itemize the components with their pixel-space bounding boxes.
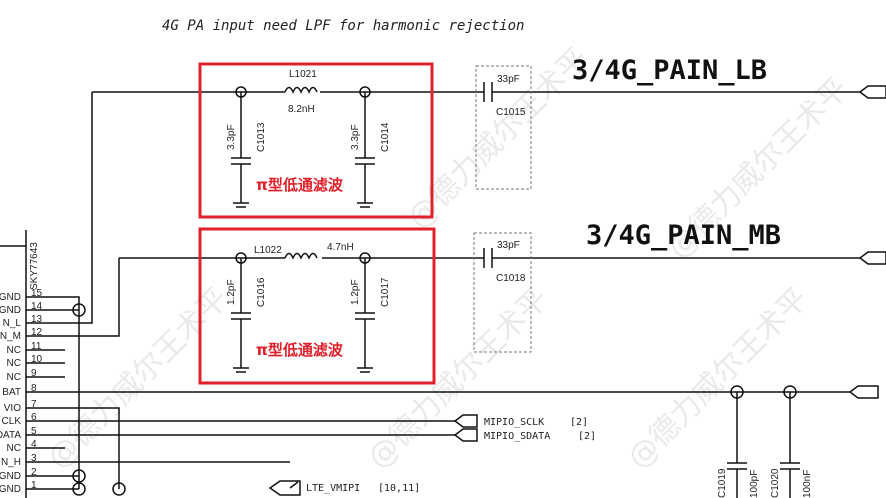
c1016-ref: C1016	[256, 277, 267, 307]
c1017-ref: C1017	[380, 277, 391, 307]
c1016-value: 1.2pF	[226, 279, 237, 305]
pin-name: DATA	[0, 430, 21, 441]
chip-part-number: SKY77643	[29, 242, 40, 290]
pin-number: 5	[31, 426, 37, 437]
pin-number: 10	[31, 354, 43, 365]
mb-filter-highlight	[198, 227, 436, 385]
port-lte-vmipi-ref: [10,11]	[378, 483, 420, 494]
lb-filter-label: π型低通滤波	[256, 176, 344, 194]
lb-filter-highlight	[198, 62, 434, 219]
c1020-value: 100nF	[802, 470, 813, 498]
pin-number: 6	[31, 412, 37, 423]
l1022-value: 4.7nH	[327, 242, 354, 253]
pin-name: GND	[0, 471, 21, 482]
net-label-lb: 3/4G_PAIN_LB	[572, 55, 767, 86]
c1015-ref: C1015	[496, 107, 526, 118]
pin-number: 1	[31, 480, 37, 491]
pin-number: 2	[31, 467, 37, 478]
pin-name: NC	[7, 443, 21, 454]
pin-number: 8	[31, 383, 37, 394]
c1020-ref: C1020	[770, 468, 781, 498]
port-mipio-sclk-ref: [2]	[570, 417, 588, 428]
c1018-ref: C1018	[496, 273, 526, 284]
pin-name: BAT	[2, 387, 21, 398]
pin-number: 4	[31, 439, 37, 450]
port-mipio-sclk: MIPIO_SCLK	[484, 417, 544, 428]
port-mipio-sdata-ref: [2]	[578, 431, 596, 442]
pin-number: 11	[31, 341, 42, 352]
c1015-value: 33pF	[497, 74, 520, 85]
c1014-value: 3.3pF	[350, 124, 361, 150]
net-label-mb: 3/4G_PAIN_MB	[586, 220, 781, 251]
diagram-title: 4G PA input need LPF for harmonic reject…	[162, 18, 524, 34]
c1019-ref: C1019	[717, 468, 728, 498]
port-lte-vmipi: LTE_VMIPI	[306, 483, 360, 494]
wires	[0, 82, 886, 498]
pin-number: 15	[31, 288, 43, 299]
pin-number: 13	[31, 314, 43, 325]
l1022-ref: L1022	[254, 245, 282, 256]
c1013-ref: C1013	[256, 122, 267, 152]
c1019-value: 100pF	[749, 470, 760, 498]
c1017-value: 1.2pF	[350, 279, 361, 305]
pin-name: NC	[7, 372, 21, 383]
pin-number: 7	[31, 399, 37, 410]
pin-name: VIO	[4, 403, 21, 414]
pin-number: 3	[31, 453, 37, 464]
svg-text:@德力威尔王术平: @德力威尔王术平	[401, 41, 595, 235]
pin-name: GND	[0, 484, 21, 495]
c1013-value: 3.3pF	[226, 124, 237, 150]
pin-number: 9	[31, 368, 37, 379]
c1018-value: 33pF	[497, 240, 520, 251]
junctions	[72, 86, 797, 496]
c1015-dashed-box	[475, 65, 532, 190]
pin-name: N_H	[1, 457, 21, 468]
c1018-dashed-box	[473, 232, 532, 353]
pin-name: GND	[0, 305, 21, 316]
pin-name: N_L	[3, 318, 22, 329]
l1021-ref: L1021	[289, 69, 317, 80]
pin-name: NC	[7, 358, 21, 369]
pin-number: 12	[31, 327, 43, 338]
l1021-value: 8.2nH	[288, 104, 315, 115]
svg-text:@德力威尔王术平: @德力威尔王术平	[361, 281, 555, 475]
pin-name: CLK	[2, 416, 22, 427]
pin-name: GND	[0, 292, 21, 303]
pin-name: NC	[7, 345, 21, 356]
pin-number: 14	[31, 301, 43, 312]
pin-name: N_M	[0, 331, 21, 342]
port-mipio-sdata: MIPIO_SDATA	[484, 431, 550, 442]
svg-text:@德力威尔王术平: @德力威尔王术平	[621, 281, 815, 475]
c1014-ref: C1014	[380, 122, 391, 152]
mb-filter-label: π型低通滤波	[256, 341, 344, 359]
